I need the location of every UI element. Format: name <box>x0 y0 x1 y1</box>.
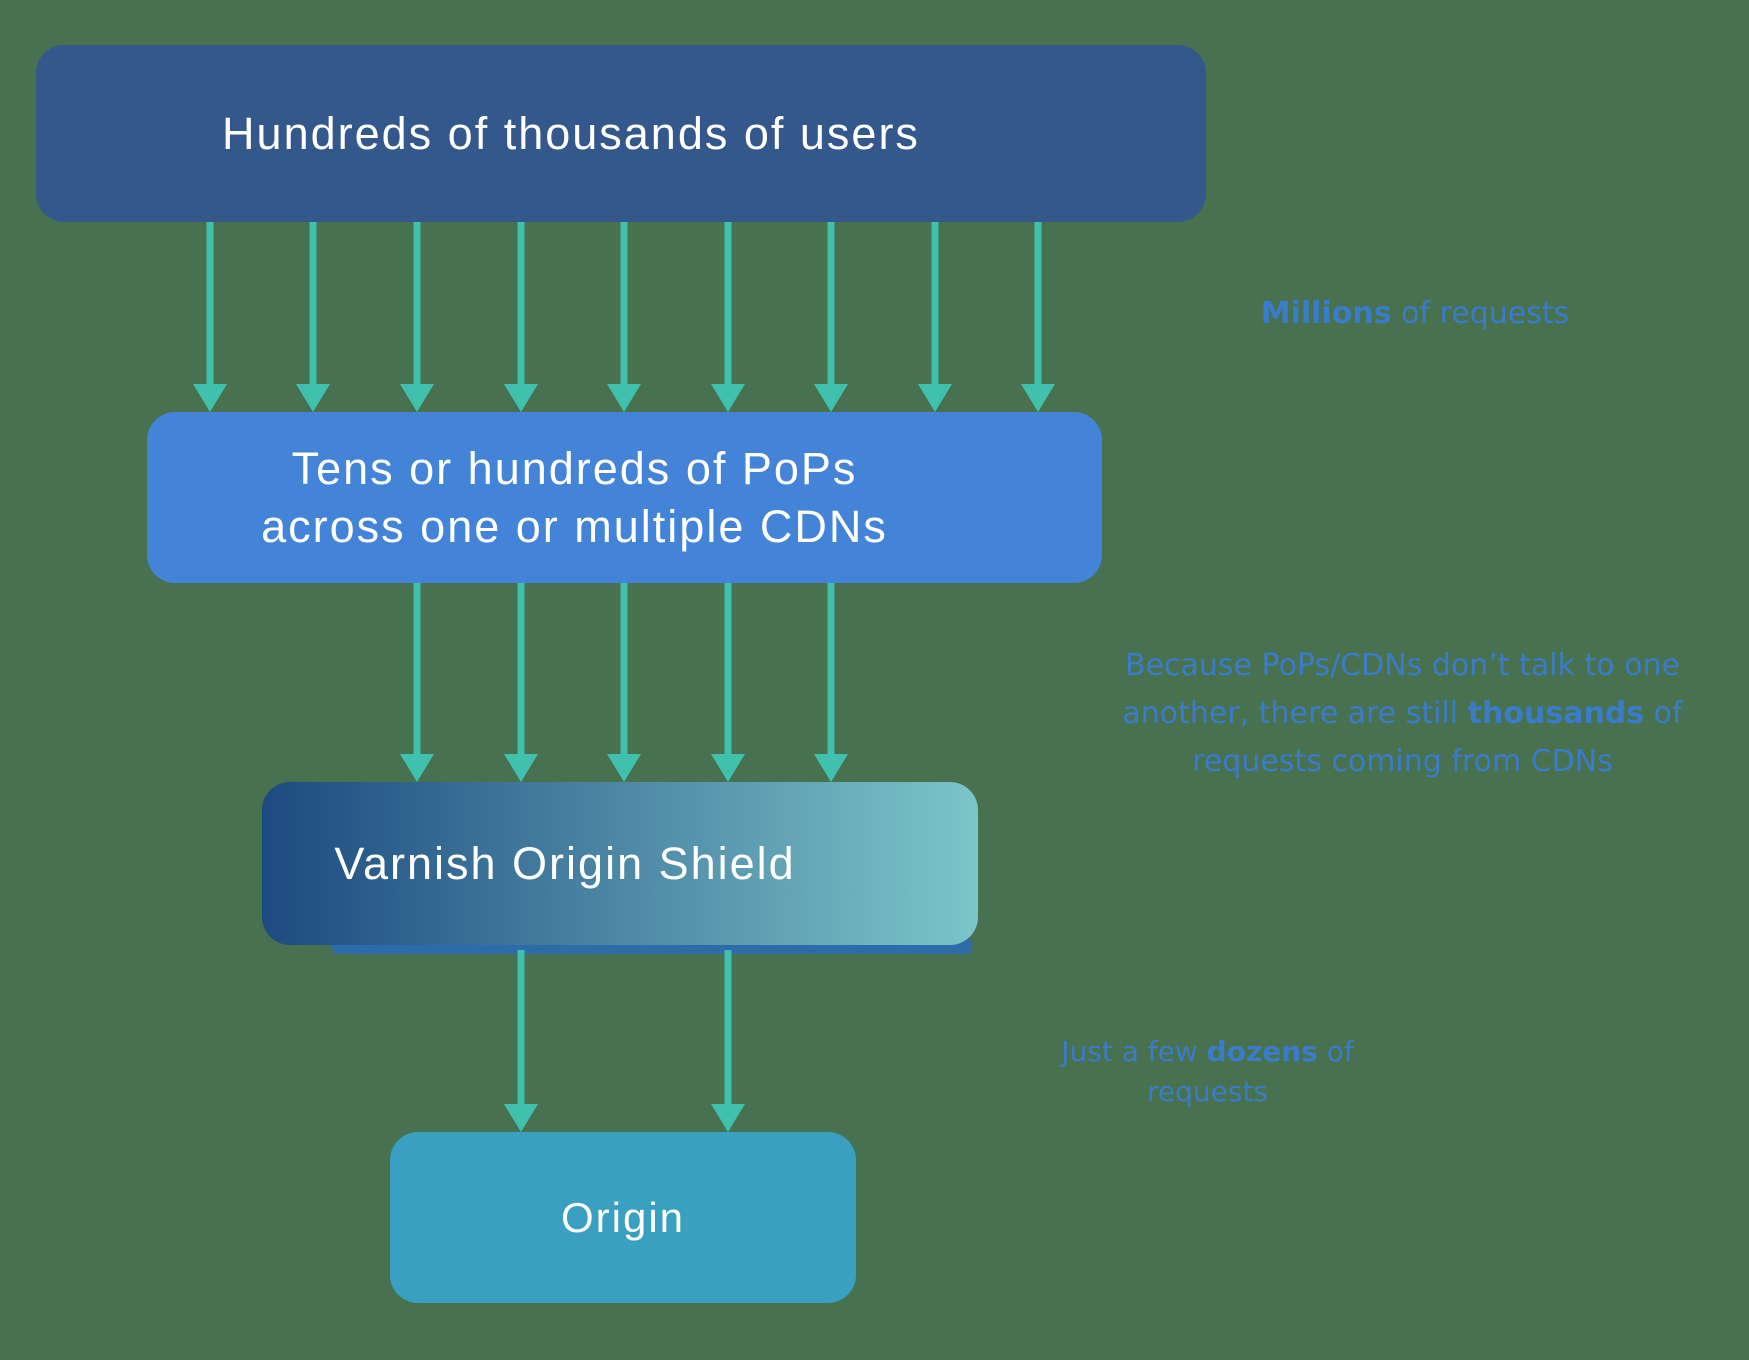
shield-box-label: Varnish Origin Shield <box>334 837 796 889</box>
dozens-annotation: Just a few dozens of requests <box>1000 1032 1415 1112</box>
down-arrow-icon <box>812 222 850 412</box>
annotation-line: requests coming from CDNs <box>1192 744 1613 779</box>
down-arrow-icon <box>709 950 747 1132</box>
down-arrow-icon <box>294 222 332 412</box>
down-arrow-icon <box>502 222 540 412</box>
annotation-line: Because PoPs/CDNs don’t talk to one <box>1125 648 1680 683</box>
down-arrow-icon <box>191 222 229 412</box>
down-arrow-icon <box>605 583 643 782</box>
thousands-annotation: Because PoPs/CDNs don’t talk to one anot… <box>1095 642 1710 786</box>
down-arrow-icon <box>398 222 436 412</box>
pops-box: Tens or hundreds of PoPs across one or m… <box>147 412 1102 583</box>
pops-box-label-line1: Tens or hundreds of PoPs <box>291 442 858 494</box>
annotation-line: requests <box>1146 1075 1269 1108</box>
annotation-line: Millions of requests <box>1260 296 1570 331</box>
down-arrow-icon <box>398 583 436 782</box>
users-box: Hundreds of thousands of users <box>36 45 1206 222</box>
origin-box-label: Origin <box>560 1193 686 1241</box>
down-arrow-icon <box>709 222 747 412</box>
down-arrow-icon <box>502 950 540 1132</box>
down-arrow-icon <box>502 583 540 782</box>
millions-annotation: Millions of requests <box>1180 296 1650 332</box>
shield-box: Varnish Origin Shield <box>262 782 978 945</box>
users-box-label: Hundreds of thousands of users <box>222 107 920 159</box>
down-arrow-icon <box>709 583 747 782</box>
pops-box-label-line2: across one or multiple CDNs <box>261 500 888 552</box>
down-arrow-icon <box>812 583 850 782</box>
down-arrow-icon <box>1019 222 1057 412</box>
down-arrow-icon <box>605 222 643 412</box>
annotation-line: another, there are still thousands of <box>1122 696 1683 731</box>
annotation-line: Just a few dozens of <box>1061 1035 1354 1068</box>
origin-box: Origin <box>390 1132 856 1303</box>
down-arrow-icon <box>916 222 954 412</box>
